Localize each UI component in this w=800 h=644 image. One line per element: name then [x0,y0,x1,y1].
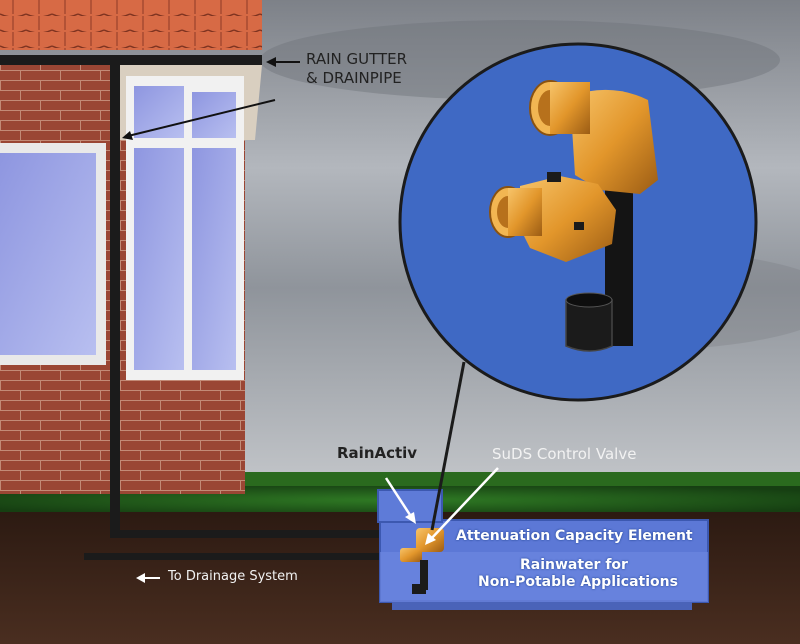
valve-lower-body [520,176,616,262]
window-left-glass [0,153,96,355]
drainage-pipe [84,553,412,560]
bay-window-glass [134,148,184,370]
gutter-label-line1: RAIN GUTTER [306,50,408,68]
gutter-arrow [266,57,300,67]
rain-gutter [0,55,262,65]
valve-nut [574,222,584,230]
tank-feet [392,600,692,610]
bay-window-glass [134,86,184,138]
suds-valve-arrow [425,467,499,545]
rainwater-label-line2: Non-Potable Applications [478,574,678,590]
drainpipe-horizontal [110,530,426,538]
valve-cup [565,299,613,352]
roof-tiles [0,0,262,50]
zoom-connector [430,361,466,531]
valve-cup-rim [565,292,613,308]
valve-nut [547,172,561,182]
valve-lower-inlet-tube [508,188,542,236]
attenuation-label: Attenuation Capacity Element [456,528,693,544]
rainactiv-label: RainActiv [337,444,418,462]
drainpipe [110,62,120,538]
drainage-arrow [136,573,160,583]
tank-water-band [380,552,708,602]
valve-small-cup [412,584,426,594]
valve-upper-body [570,89,658,194]
drainpipe-arrow [122,99,276,140]
drainage-label: To Drainage System [168,569,298,584]
gutter-label-line2: & DRAINPIPE [306,69,402,87]
valve-small [400,548,422,562]
bay-window-glass [192,148,236,370]
suds-valve-detail [489,80,658,352]
suds-valve-label: SuDS Control Valve [492,445,637,463]
valve-small-stem [420,560,428,590]
valve-upper-inlet-tube [550,82,590,134]
rainactiv-arrow [384,477,416,524]
rainwater-label-line1: Rainwater for [520,557,628,573]
